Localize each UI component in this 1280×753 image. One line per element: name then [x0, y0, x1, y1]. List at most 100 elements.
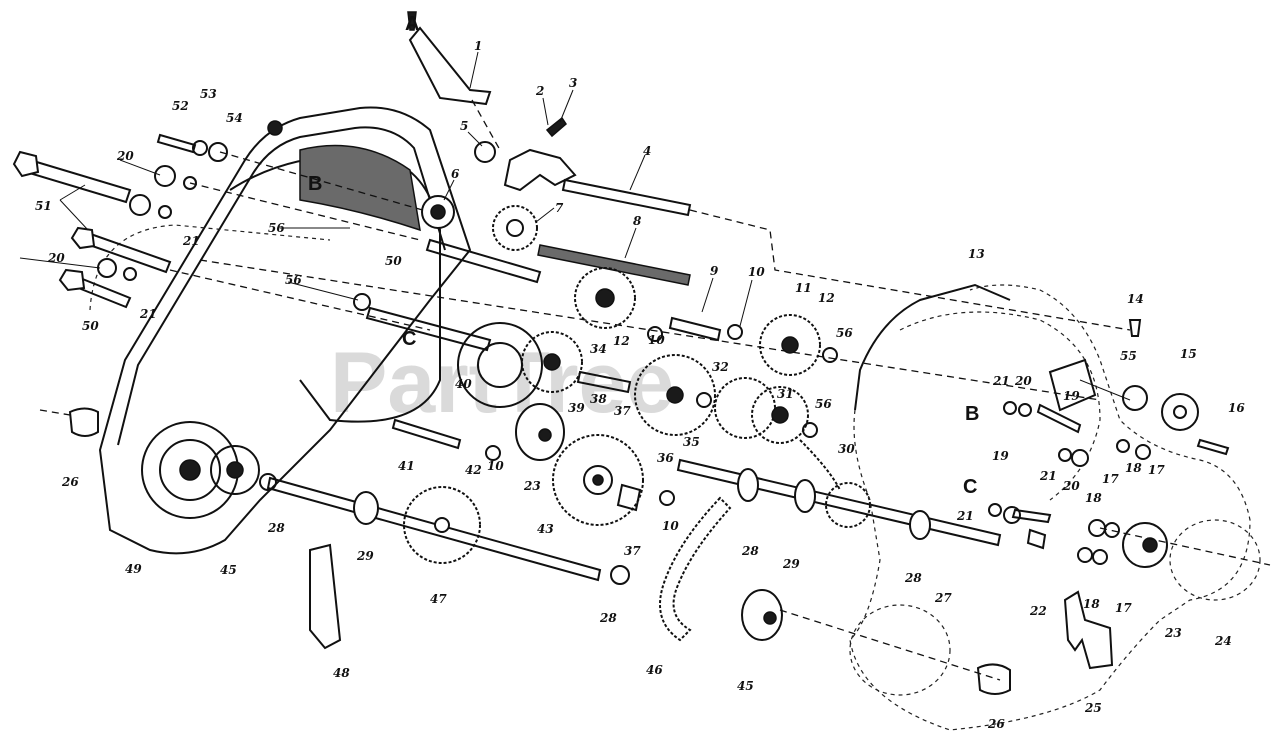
callout-50-b: 50 [82, 319, 99, 333]
callout-13: 13 [968, 247, 985, 261]
callout-36: 36 [657, 451, 674, 465]
callout-21-a: 21 [182, 234, 200, 248]
callout-10-a: 10 [748, 265, 765, 279]
callout-24: 24 [1214, 634, 1232, 648]
marker-b-right: B [965, 403, 979, 425]
callout-45-b: 45 [737, 679, 754, 693]
leader-lines [19, 51, 1131, 401]
callout-19-b: 19 [992, 449, 1009, 463]
callout-12-a: 12 [613, 334, 630, 348]
callout-56-c: 56 [836, 326, 853, 340]
callout-31: 31 [777, 387, 794, 401]
left-housing [98, 106, 543, 555]
callout-21-b: 21 [139, 307, 157, 321]
callout-8: 8 [633, 214, 642, 228]
callout-21-e: 21 [956, 509, 974, 523]
chain-upper [799, 439, 841, 491]
callout-54: 54 [226, 111, 243, 125]
shift-lever [407, 11, 492, 106]
callout-28-c: 28 [741, 544, 759, 558]
callout-20-a: 20 [116, 149, 134, 163]
callout-18-b: 18 [1085, 491, 1102, 505]
callout-20-b: 20 [47, 251, 65, 265]
callout-11: 11 [795, 281, 812, 295]
callout-20-d: 20 [1062, 479, 1080, 493]
marker-c-left: C [402, 328, 416, 350]
callout-23-b: 23 [1164, 626, 1182, 640]
callout-47: 47 [430, 592, 447, 606]
callout-20-c: 20 [1014, 374, 1032, 388]
callout-23-a: 23 [523, 479, 541, 493]
chain [659, 496, 732, 642]
callouts: 1 2 3 4 5 6 7 8 9 10 10 10 10 11 12 12 1… [35, 39, 1245, 731]
callout-18-c: 18 [1083, 597, 1100, 611]
callout-3: 3 [569, 76, 577, 90]
marker-a: A [405, 13, 419, 35]
callout-9: 9 [710, 264, 719, 278]
callout-56-d: 56 [815, 397, 832, 411]
callout-32: 32 [712, 360, 729, 374]
callout-29-b: 29 [782, 557, 800, 571]
callout-16: 16 [1228, 401, 1245, 415]
callout-38: 38 [590, 392, 607, 406]
callout-5: 5 [460, 119, 468, 133]
callout-27: 27 [934, 591, 952, 605]
marker-b-left: B [308, 173, 322, 195]
callout-10-b: 10 [648, 333, 665, 347]
callout-53: 53 [200, 87, 217, 101]
callout-14: 14 [1127, 292, 1144, 306]
callout-48: 48 [333, 666, 350, 680]
callout-34: 34 [590, 342, 607, 356]
callout-50-a: 50 [385, 254, 402, 268]
callout-49: 49 [125, 562, 142, 576]
shift-fork [503, 148, 577, 192]
bracket-48 [309, 543, 342, 650]
callout-21-d: 21 [1039, 469, 1057, 483]
callout-28-d: 28 [904, 571, 922, 585]
callout-15: 15 [1180, 347, 1197, 361]
callout-12-b: 12 [818, 291, 835, 305]
callout-7: 7 [555, 201, 564, 215]
callout-30: 30 [838, 442, 855, 456]
callout-40: 40 [455, 377, 472, 391]
callout-25: 25 [1084, 701, 1102, 715]
gears-center [353, 195, 838, 526]
callout-10-d: 10 [662, 519, 679, 533]
callout-28-a: 28 [267, 521, 285, 535]
callout-56-a: 56 [268, 221, 285, 235]
callout-41: 41 [398, 459, 415, 473]
lower-shaft [259, 458, 1002, 585]
marker-c-right: C [963, 476, 977, 498]
callout-17-c: 17 [1115, 601, 1132, 615]
callout-26-a: 26 [61, 475, 79, 489]
nut-5 [474, 141, 496, 163]
callout-51: 51 [35, 199, 52, 213]
callout-6: 6 [451, 167, 460, 181]
shift-rod [561, 178, 692, 217]
callout-26-b: 26 [987, 717, 1005, 731]
spring [545, 116, 567, 138]
callout-2: 2 [535, 84, 544, 98]
callout-1: 1 [474, 39, 482, 53]
bolts-left [12, 133, 228, 309]
bracket-25 [1063, 590, 1114, 670]
callout-45-a: 45 [220, 563, 237, 577]
callout-39: 39 [568, 401, 585, 415]
callout-17-a: 17 [1148, 463, 1165, 477]
callout-52: 52 [172, 99, 189, 113]
callout-29-a: 29 [356, 549, 374, 563]
callout-19-a: 19 [1063, 389, 1080, 403]
callout-55: 55 [1120, 349, 1137, 363]
callout-4: 4 [643, 144, 651, 158]
callout-18-a: 18 [1125, 461, 1142, 475]
callout-10-c: 10 [487, 459, 504, 473]
callout-43: 43 [537, 522, 554, 536]
callout-28-b: 28 [599, 611, 617, 625]
right-housing [68, 283, 1261, 731]
callout-42: 42 [465, 463, 482, 477]
callout-56-b: 56 [285, 273, 302, 287]
callout-17-b: 17 [1102, 472, 1119, 486]
callout-21-c: 21 [992, 374, 1010, 388]
callout-35: 35 [683, 435, 700, 449]
